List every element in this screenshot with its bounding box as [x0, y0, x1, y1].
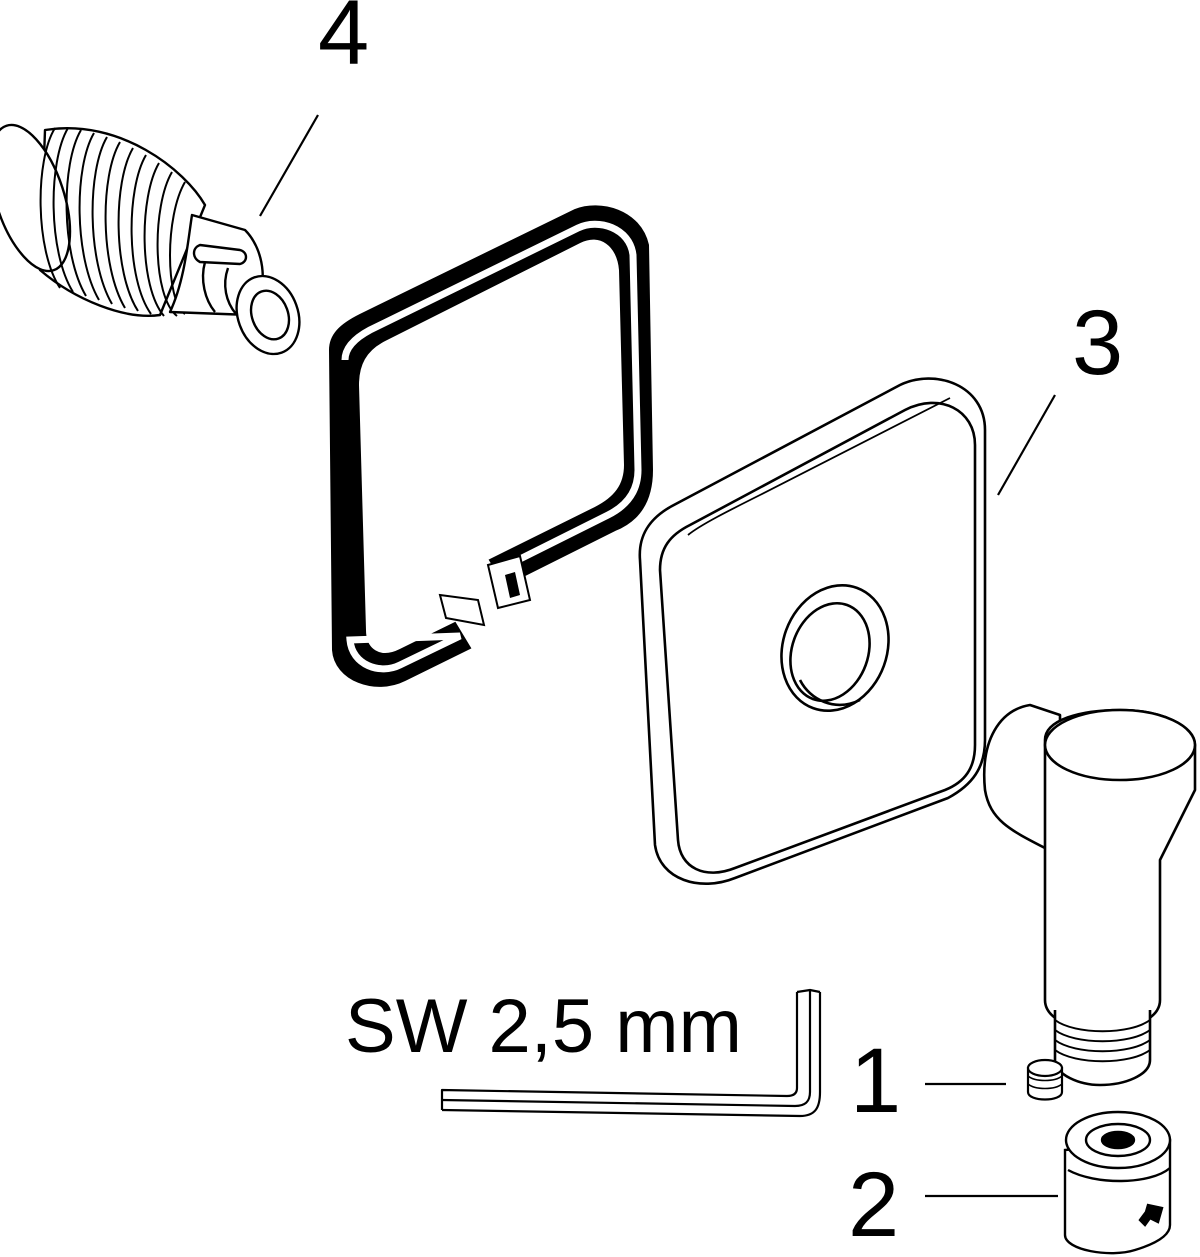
elbow-connector	[982, 703, 1197, 1087]
callout-number-3: 3	[1072, 292, 1123, 394]
callout-number-2: 2	[848, 1154, 899, 1256]
threaded-connector-part-4	[0, 123, 301, 356]
grub-screw-part-1	[1026, 1058, 1064, 1101]
rosette-frame	[328, 205, 654, 687]
sleeve-nut-part-2	[1063, 1110, 1172, 1255]
cover-plate-part-3	[638, 377, 987, 886]
callout-number-1: 1	[850, 1030, 901, 1132]
hex-key-tool	[440, 988, 822, 1118]
callout-number-4: 4	[318, 0, 369, 84]
hex-key-size-label: SW 2,5 mm	[345, 984, 742, 1069]
leader-line-4	[259, 114, 319, 217]
arrow-marking	[1138, 1203, 1164, 1227]
leader-lines	[259, 114, 1058, 1198]
pin-slot	[192, 243, 248, 266]
leader-line-3	[997, 394, 1056, 496]
